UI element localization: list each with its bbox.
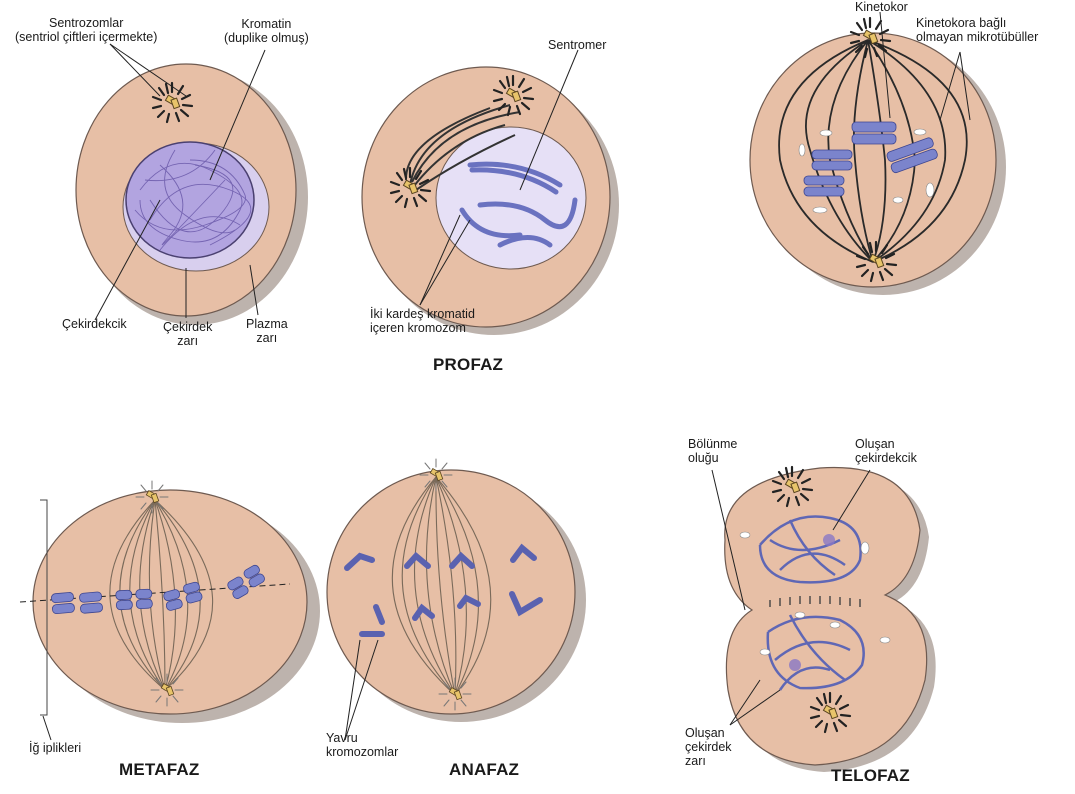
label-kinetochore: Kinetokor xyxy=(855,0,908,14)
label-daughter-chromosomes-line2: kromozomlar xyxy=(326,745,398,759)
label-nucleolus-text: Çekirdekcik xyxy=(62,317,127,331)
label-forming-nucleolus-line2: çekirdekcik xyxy=(855,451,917,465)
label-non-kinetochore-mt: Kinetokora bağlı olmayan mikrotübüller xyxy=(916,16,1038,44)
label-nuclear-envelope-line2: zarı xyxy=(163,334,212,348)
label-nuclear-envelope: Çekirdek zarı xyxy=(163,320,212,348)
label-plasma-membrane-line1: Plazma xyxy=(246,317,288,331)
title-anaphase: ANAFAZ xyxy=(449,760,519,780)
title-metaphase: METAFAZ xyxy=(119,760,199,780)
label-kinetochore-text: Kinetokor xyxy=(855,0,908,14)
label-forming-nuclear-envelope: Oluşan çekirdek zarı xyxy=(685,726,732,768)
label-cleavage-furrow: Bölünme oluğu xyxy=(688,437,737,465)
label-nuclear-envelope-line1: Çekirdek xyxy=(163,320,212,334)
label-plasma-membrane-line2: zarı xyxy=(246,331,288,345)
label-non-kinetochore-mt-line2: olmayan mikrotübüller xyxy=(916,30,1038,44)
label-non-kinetochore-mt-line1: Kinetokora bağlı xyxy=(916,16,1038,30)
cell-prophase xyxy=(362,67,619,335)
label-spindle-fibers-text: İğ iplikleri xyxy=(29,741,81,755)
label-chromatin-line2: (duplike olmuş) xyxy=(224,31,309,45)
label-centrosomes: Sentrozomlar (sentriol çiftleri içermekt… xyxy=(15,16,157,44)
label-cleavage-furrow-line2: oluğu xyxy=(688,451,737,465)
label-forming-nucleolus-line1: Oluşan xyxy=(855,437,917,451)
cell-anaphase xyxy=(327,459,586,722)
label-nucleolus: Çekirdekcik xyxy=(62,317,127,331)
label-chromatin-line1: Kromatin xyxy=(224,17,309,31)
label-centrosomes-line2: (sentriol çiftleri içermekte) xyxy=(15,30,157,44)
label-daughter-chromosomes-line1: Yavru xyxy=(326,731,398,745)
cell-prometaphase xyxy=(750,18,1006,295)
label-centrosomes-line1: Sentrozomlar xyxy=(15,16,157,30)
title-prophase: PROFAZ xyxy=(433,355,503,375)
label-daughter-chromosomes: Yavru kromozomlar xyxy=(326,731,398,759)
label-chromatin: Kromatin (duplike olmuş) xyxy=(224,17,309,45)
label-sister-chromatids: İki kardeş kromatid içeren kromozom xyxy=(370,307,475,335)
label-forming-nuclear-envelope-line2: çekirdek xyxy=(685,740,732,754)
label-forming-nucleolus: Oluşan çekirdekcik xyxy=(855,437,917,465)
cell-telophase xyxy=(725,467,936,772)
cell-interphase xyxy=(76,64,308,325)
label-plasma-membrane: Plazma zarı xyxy=(246,317,288,345)
label-centromere-text: Sentromer xyxy=(548,38,606,52)
label-sister-chromatids-line1: İki kardeş kromatid xyxy=(370,307,475,321)
label-centromere: Sentromer xyxy=(548,38,606,52)
label-sister-chromatids-line2: içeren kromozom xyxy=(370,321,475,335)
cell-metaphase xyxy=(20,481,320,723)
label-forming-nuclear-envelope-line1: Oluşan xyxy=(685,726,732,740)
title-telophase: TELOFAZ xyxy=(831,766,910,786)
label-forming-nuclear-envelope-line3: zarı xyxy=(685,754,732,768)
label-spindle-fibers: İğ iplikleri xyxy=(29,741,81,755)
label-cleavage-furrow-line1: Bölünme xyxy=(688,437,737,451)
